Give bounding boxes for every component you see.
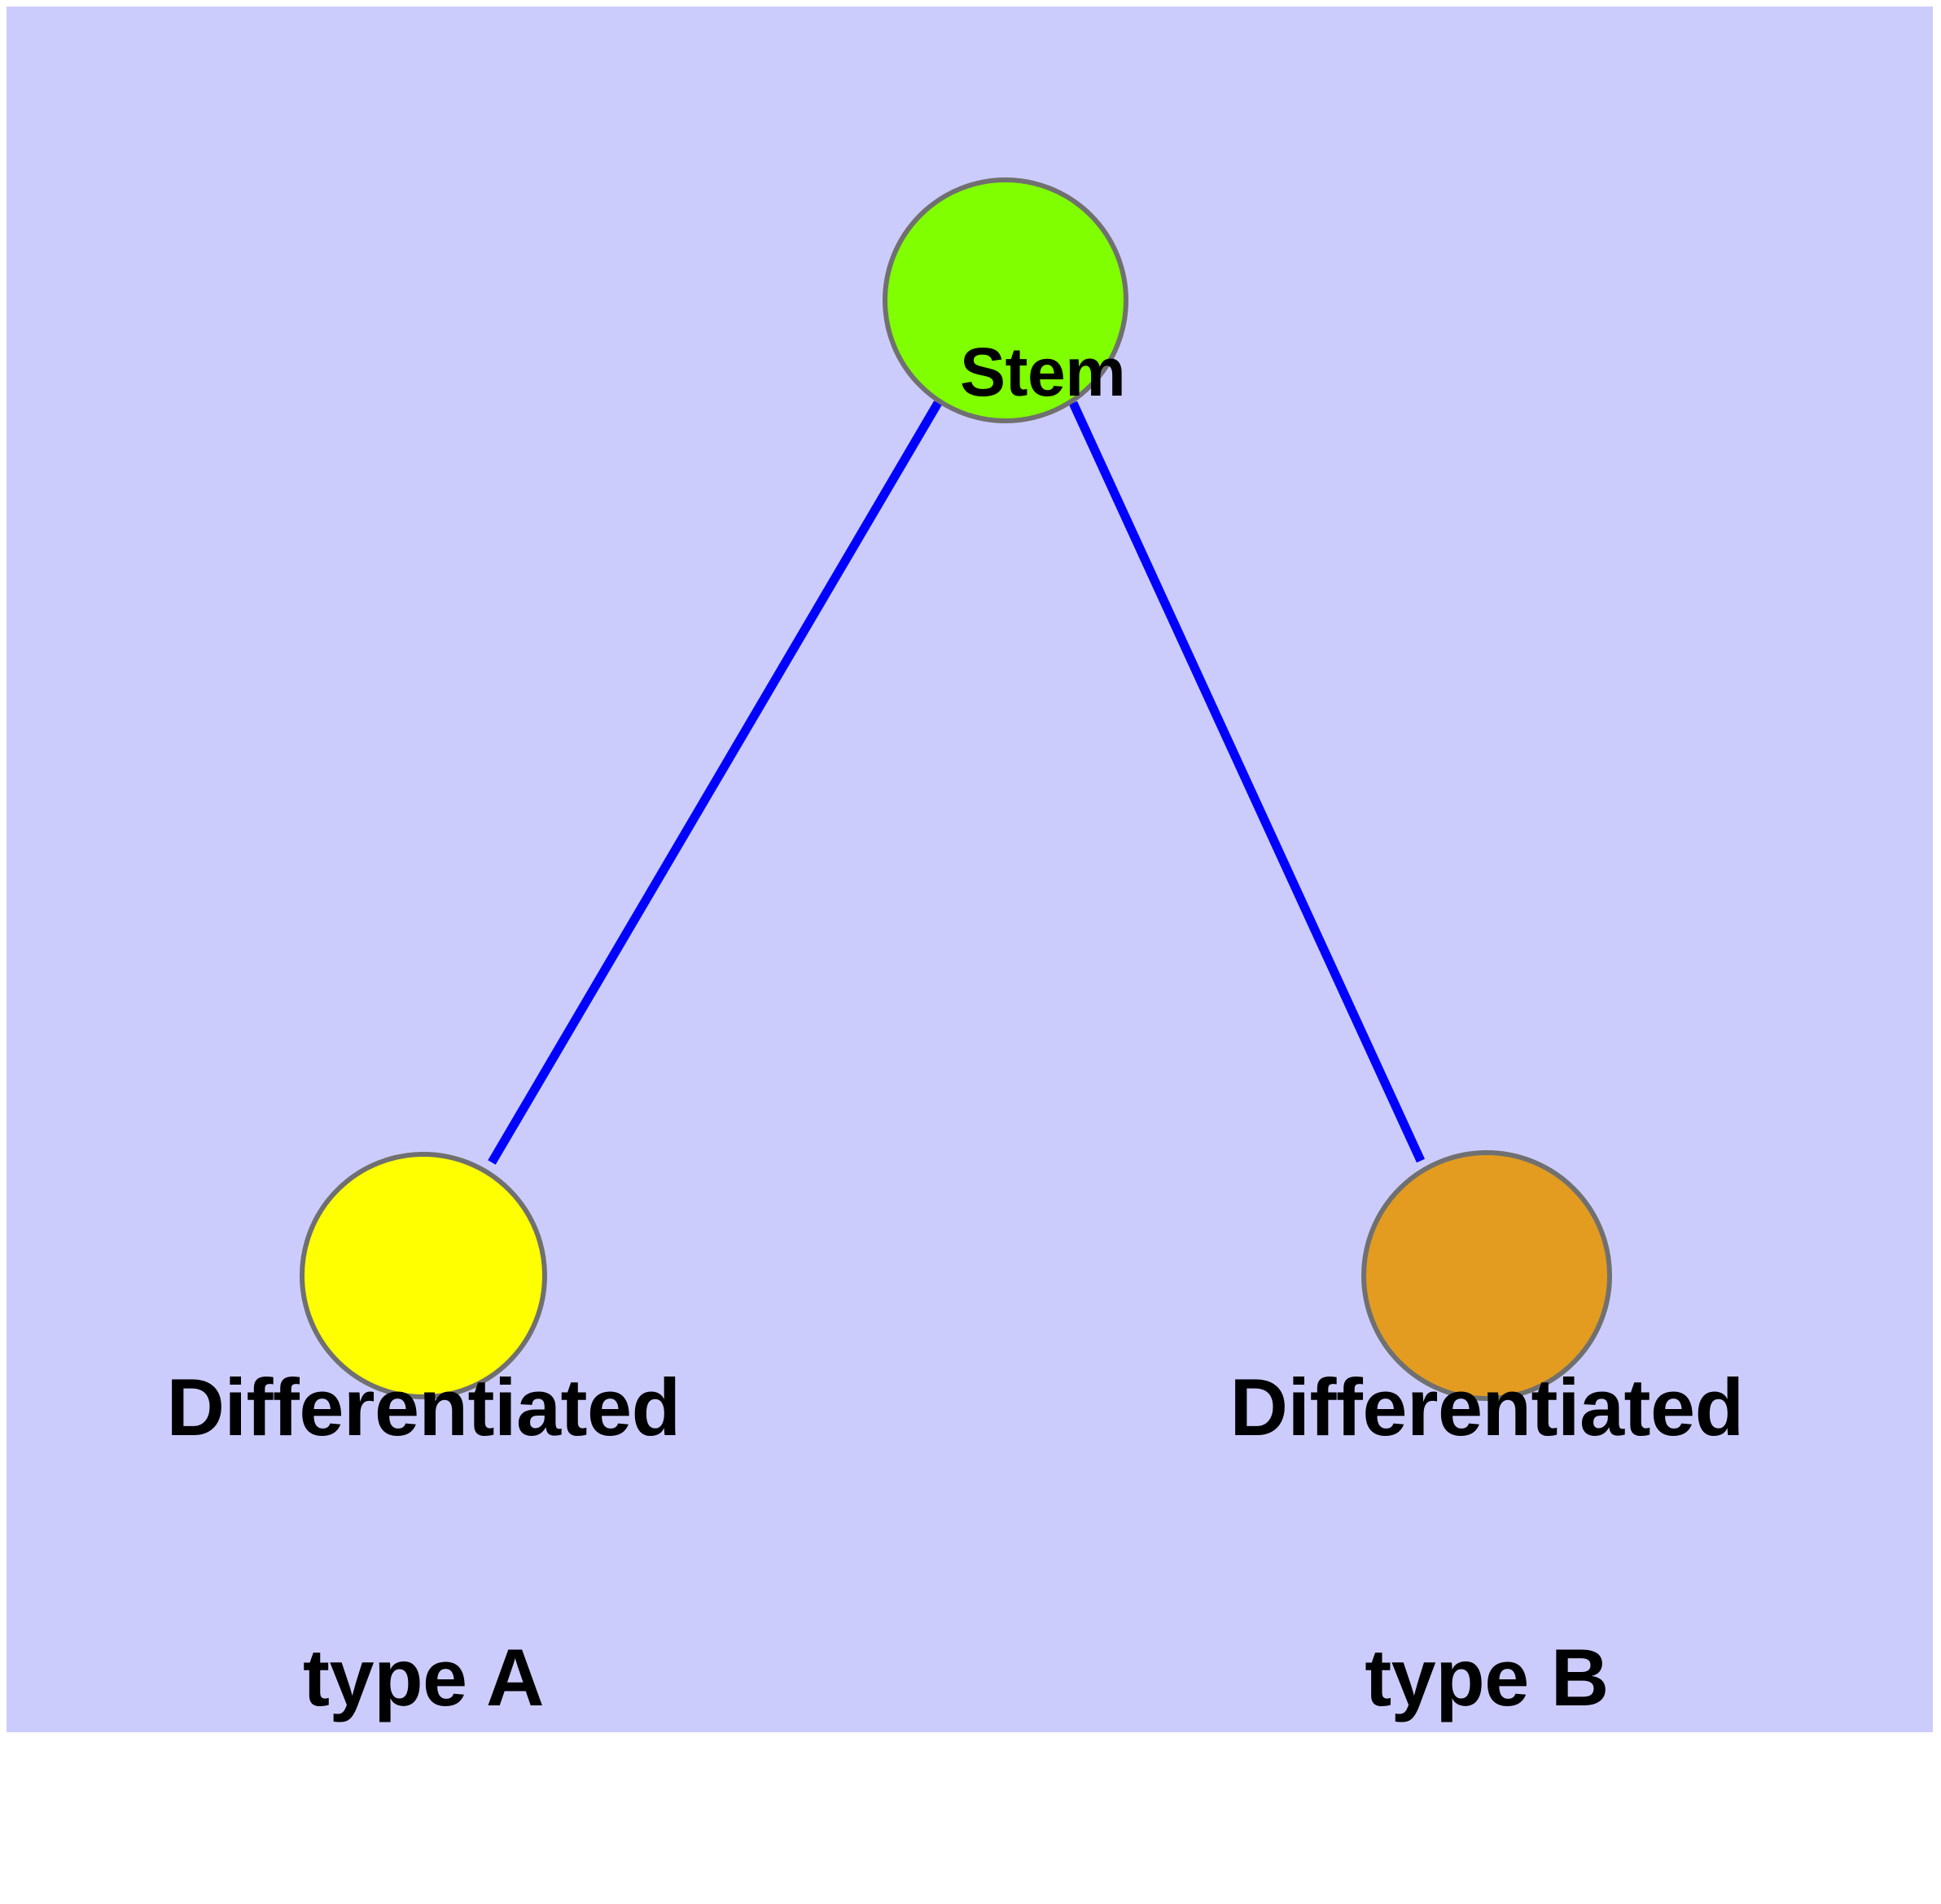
edge-stem-to-differentiated-type-a [488,400,942,1165]
node-stem[interactable] [883,177,1128,423]
node-layer [300,177,1612,1401]
figure-canvas: Stem Differentiated type A Differentiate… [7,7,1933,1732]
edge-layer [488,400,1425,1165]
node-differentiated-type-a[interactable] [300,1152,547,1399]
edge-stem-to-differentiated-type-b [1069,400,1425,1163]
graph-svg [300,177,1612,1401]
node-differentiated-type-b[interactable] [1361,1150,1612,1401]
